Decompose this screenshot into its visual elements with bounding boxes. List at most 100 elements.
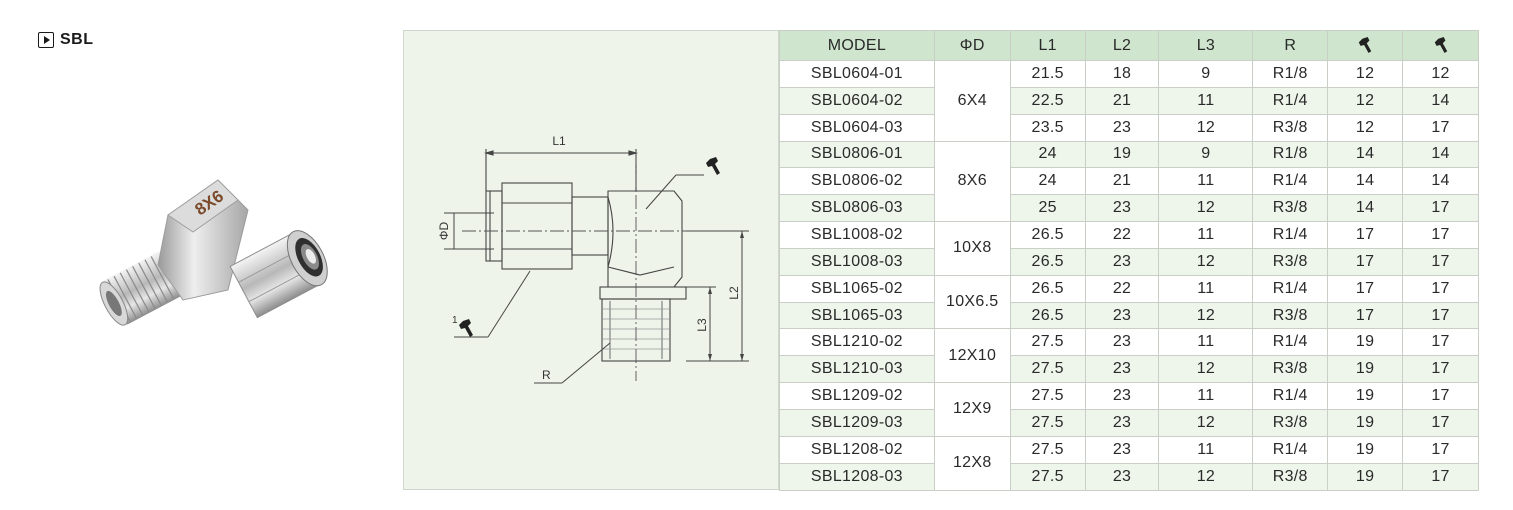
cell-wrench-1: 19 bbox=[1327, 408, 1404, 437]
cell-wrench-1: 17 bbox=[1327, 274, 1404, 303]
cell-od: 12X8 bbox=[933, 435, 1011, 491]
cell-od: 10X8 bbox=[933, 221, 1011, 276]
cell-model: SBL1208-03 bbox=[779, 462, 935, 491]
cell-wrench-2: 17 bbox=[1402, 301, 1479, 330]
cell-od: 10X6.5 bbox=[933, 274, 1011, 330]
wrench-icon bbox=[706, 157, 720, 175]
cell-wrench-2: 17 bbox=[1402, 328, 1479, 357]
cell-wrench-2: 17 bbox=[1402, 221, 1479, 249]
table-row: SBL1065-03 26.5 23 12 R3/8 17 17 bbox=[779, 301, 1479, 330]
col-header-model: MODEL bbox=[779, 30, 935, 61]
cell-l1: 24 bbox=[1009, 167, 1086, 196]
wrench-icon bbox=[1434, 37, 1447, 54]
cell-l2: 23 bbox=[1084, 113, 1160, 142]
cell-l1: 25 bbox=[1009, 194, 1086, 223]
cell-wrench-2: 17 bbox=[1402, 355, 1479, 384]
cell-l1: 21.5 bbox=[1009, 60, 1086, 88]
col-header-wrench-2 bbox=[1402, 30, 1479, 61]
cell-l1: 27.5 bbox=[1009, 408, 1086, 437]
dim-r-label: R bbox=[542, 368, 551, 382]
technical-drawing: ΦD L1 L2 L3 R 1 bbox=[437, 134, 749, 384]
cell-l2: 22 bbox=[1084, 274, 1160, 303]
cell-r: R1/8 bbox=[1252, 140, 1329, 169]
cell-l3: 12 bbox=[1158, 301, 1254, 330]
table-row: SBL1209-02 12X9 27.5 23 11 R1/4 19 17 bbox=[779, 382, 1479, 437]
col-header-od: ΦD bbox=[933, 30, 1011, 61]
cell-l1: 27.5 bbox=[1009, 328, 1086, 357]
cell-r: R3/8 bbox=[1252, 301, 1329, 330]
col-header-l1: L1 bbox=[1009, 30, 1086, 61]
cell-l3: 12 bbox=[1158, 355, 1254, 384]
play-icon bbox=[38, 32, 54, 48]
cell-l3: 11 bbox=[1158, 167, 1254, 196]
cell-r: R3/8 bbox=[1252, 355, 1329, 384]
cell-r: R1/4 bbox=[1252, 167, 1329, 196]
cell-l3: 9 bbox=[1158, 60, 1254, 88]
cell-r: R3/8 bbox=[1252, 194, 1329, 223]
cell-l3: 12 bbox=[1158, 194, 1254, 223]
cell-wrench-2: 17 bbox=[1402, 247, 1479, 276]
cell-l3: 12 bbox=[1158, 462, 1254, 491]
cell-l1: 24 bbox=[1009, 140, 1086, 169]
cell-wrench-1: 14 bbox=[1327, 167, 1404, 196]
table-row: SBL1208-03 27.5 23 12 R3/8 19 17 bbox=[779, 462, 1479, 491]
cell-l3: 11 bbox=[1158, 274, 1254, 303]
cell-wrench-2: 17 bbox=[1402, 435, 1479, 464]
cell-wrench-1: 17 bbox=[1327, 221, 1404, 249]
cell-model: SBL1209-03 bbox=[779, 408, 935, 437]
table-row: SBL0806-01 8X6 24 19 9 R1/8 14 14 bbox=[779, 140, 1479, 223]
table-row: SBL1209-03 27.5 23 12 R3/8 19 17 bbox=[779, 408, 1479, 437]
cell-l3: 11 bbox=[1158, 382, 1254, 410]
wrench-index-label: 1 bbox=[452, 315, 458, 326]
cell-l3: 12 bbox=[1158, 247, 1254, 276]
cell-l3: 11 bbox=[1158, 221, 1254, 249]
cell-r: R1/4 bbox=[1252, 221, 1329, 249]
cell-wrench-1: 19 bbox=[1327, 435, 1404, 464]
cell-wrench-2: 17 bbox=[1402, 113, 1479, 142]
cell-od: 12X9 bbox=[933, 382, 1011, 437]
cell-l1: 22.5 bbox=[1009, 86, 1086, 115]
cell-model: SBL1209-02 bbox=[779, 382, 935, 410]
cell-l3: 12 bbox=[1158, 408, 1254, 437]
cell-wrench-1: 14 bbox=[1327, 140, 1404, 169]
table-row: SBL0604-01 6X4 21.5 18 9 R1/8 12 12 bbox=[779, 60, 1479, 142]
cell-l2: 23 bbox=[1084, 247, 1160, 276]
cell-wrench-1: 19 bbox=[1327, 462, 1404, 491]
table-row: SBL1210-03 27.5 23 12 R3/8 19 17 bbox=[779, 355, 1479, 384]
cell-l2: 18 bbox=[1084, 60, 1160, 88]
cell-wrench-2: 17 bbox=[1402, 462, 1479, 491]
cell-wrench-1: 17 bbox=[1327, 301, 1404, 330]
cell-l1: 26.5 bbox=[1009, 274, 1086, 303]
cell-wrench-1: 12 bbox=[1327, 113, 1404, 142]
dim-l2-label: L2 bbox=[727, 286, 741, 300]
table-row: SBL1008-03 26.5 23 12 R3/8 17 17 bbox=[779, 247, 1479, 276]
cell-l3: 11 bbox=[1158, 328, 1254, 357]
col-header-l3: L3 bbox=[1158, 30, 1254, 61]
cell-l1: 27.5 bbox=[1009, 435, 1086, 464]
cell-l1: 23.5 bbox=[1009, 113, 1086, 142]
cell-od: 8X6 bbox=[933, 140, 1011, 223]
cell-r: R1/4 bbox=[1252, 382, 1329, 410]
cell-model: SBL1210-02 bbox=[779, 328, 935, 357]
cell-l2: 23 bbox=[1084, 408, 1160, 437]
cell-l2: 23 bbox=[1084, 382, 1160, 410]
cell-wrench-2: 17 bbox=[1402, 194, 1479, 223]
cell-l2: 22 bbox=[1084, 221, 1160, 249]
cell-l2: 23 bbox=[1084, 301, 1160, 330]
cell-r: R1/4 bbox=[1252, 328, 1329, 357]
cell-model: SBL1008-03 bbox=[779, 247, 935, 276]
cell-wrench-1: 19 bbox=[1327, 355, 1404, 384]
spec-table: MODEL ΦD L1 L2 L3 R SBL0604-01 6X4 21.5 … bbox=[779, 30, 1479, 491]
col-header-l2: L2 bbox=[1084, 30, 1160, 61]
cell-model: SBL0604-01 bbox=[779, 60, 935, 88]
cell-wrench-1: 19 bbox=[1327, 382, 1404, 410]
cell-model: SBL1008-02 bbox=[779, 221, 935, 249]
dim-od-label: ΦD bbox=[437, 222, 451, 241]
table-row: SBL1210-02 12X10 27.5 23 11 R1/4 19 17 bbox=[779, 328, 1479, 384]
cell-wrench-1: 17 bbox=[1327, 247, 1404, 276]
cell-wrench-2: 12 bbox=[1402, 60, 1479, 88]
table-row: SBL0806-03 25 23 12 R3/8 14 17 bbox=[779, 194, 1479, 223]
cell-r: R1/4 bbox=[1252, 435, 1329, 464]
cell-l1: 27.5 bbox=[1009, 462, 1086, 491]
cell-model: SBL0806-01 bbox=[779, 140, 935, 169]
